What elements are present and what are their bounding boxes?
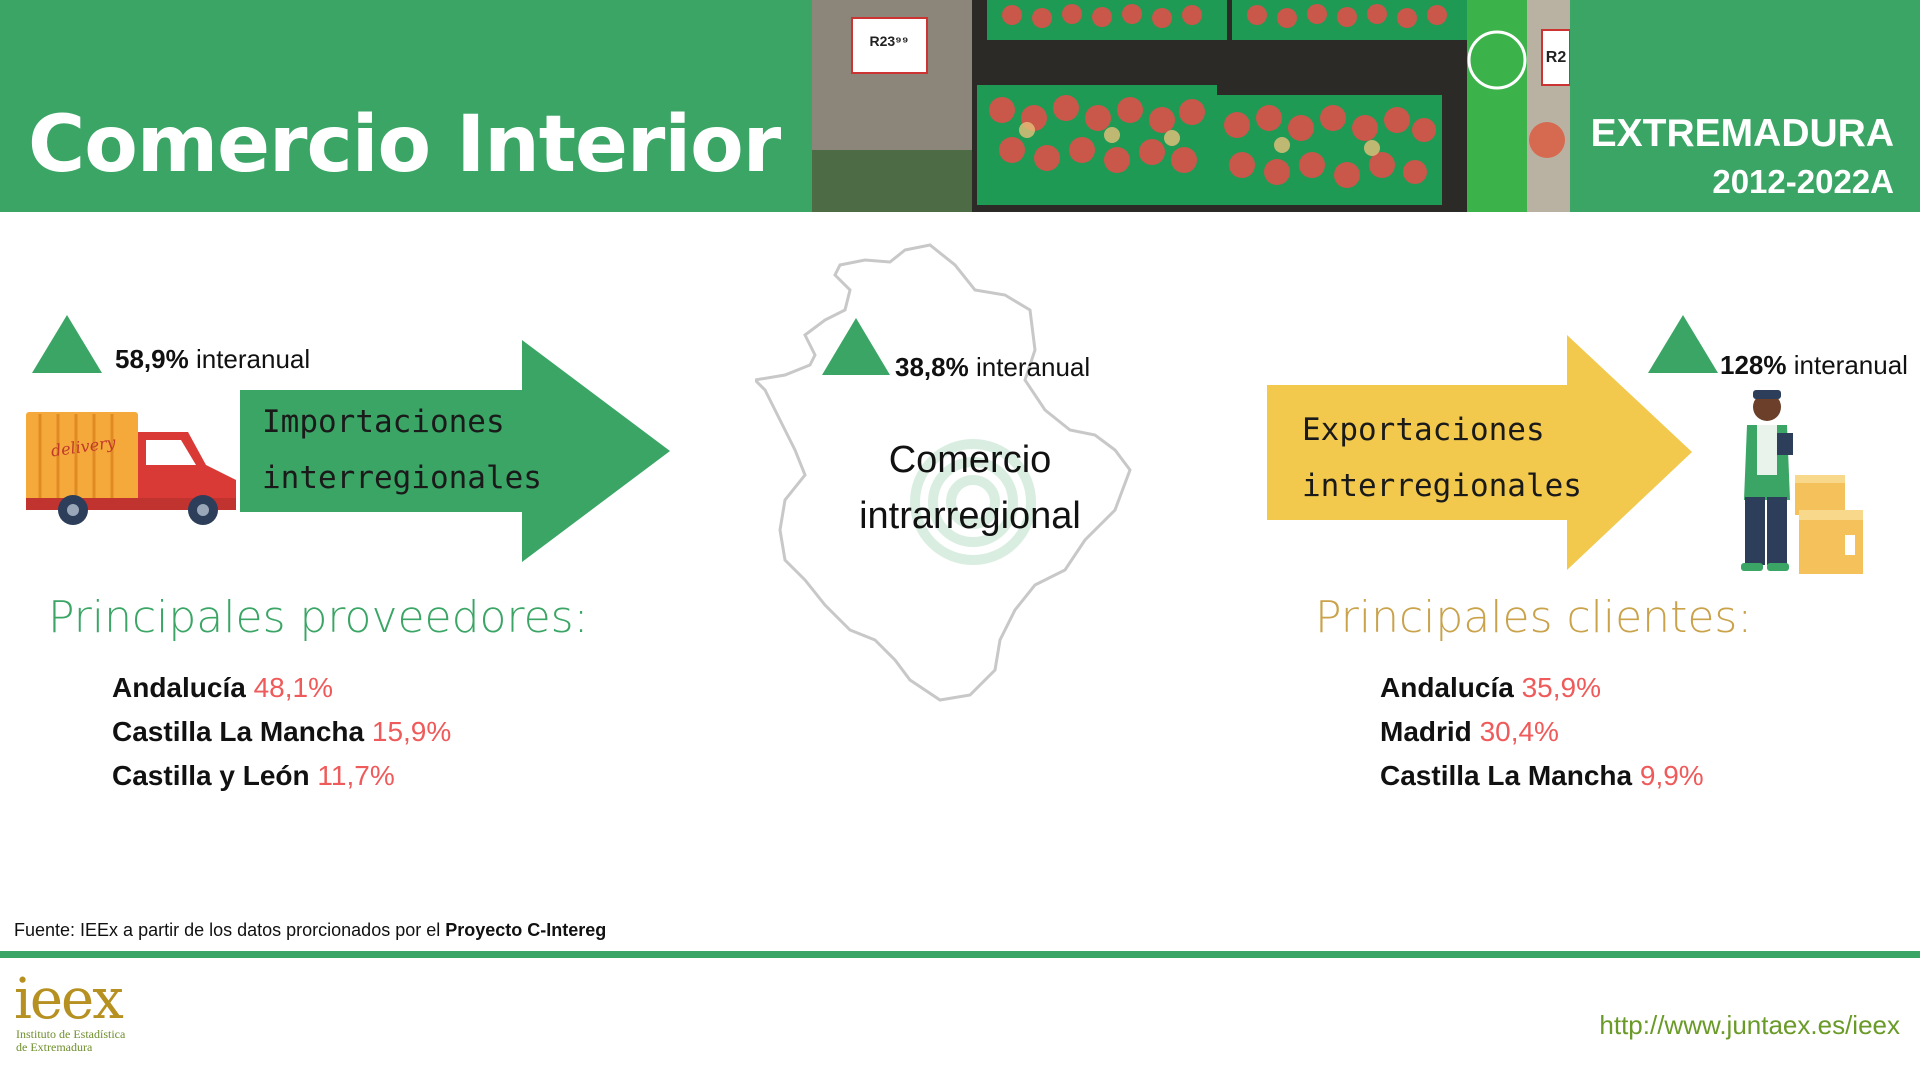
- list-item: Castilla La Mancha 9,9%: [1380, 760, 1704, 791]
- exports-arrow: [1267, 335, 1692, 570]
- providers-title: Principales proveedores:: [48, 592, 589, 643]
- imports-change: 58,9% interanual: [115, 344, 311, 374]
- period-label: 2012-2022A: [1712, 163, 1894, 200]
- trend-up-icon: [32, 315, 102, 373]
- clients-list: Andalucía 35,9% Madrid 30,4% Castilla La…: [1380, 672, 1704, 804]
- price-tag-1: R23⁹⁹: [870, 33, 909, 49]
- exports-change: 128% interanual: [1720, 350, 1908, 380]
- worker-with-boxes-icon: [1741, 390, 1863, 574]
- trend-up-icon: [1648, 315, 1718, 373]
- providers-list: Andalucía 48,1% Castilla La Mancha 15,9%…: [112, 672, 451, 804]
- ieex-logo-subtitle: Instituto de Estadística de Extremadura: [16, 1027, 126, 1054]
- price-tag-2: R2: [1546, 49, 1567, 66]
- ieex-logo: ieex: [14, 967, 124, 1032]
- exports-label: Exportaciones interregionales: [1302, 412, 1582, 504]
- delivery-truck-icon: delivery: [26, 412, 236, 525]
- list-item: Madrid 30,4%: [1380, 716, 1559, 747]
- clients-title: Principales clientes:: [1315, 592, 1753, 643]
- list-item: Castilla La Mancha 15,9%: [112, 716, 452, 747]
- intra-change: 38,8% interanual: [895, 352, 1091, 382]
- supermarket-photo: R23⁹⁹ R2: [812, 0, 1570, 212]
- imports-label: Importaciones interregionales: [262, 404, 542, 496]
- list-item: Castilla y León 11,7%: [112, 760, 395, 791]
- region-label: EXTREMADURA: [1590, 112, 1894, 155]
- footer-divider: [0, 951, 1920, 958]
- list-item: Andalucía 48,1%: [112, 672, 333, 703]
- trend-up-icon: [822, 318, 890, 375]
- source-note: Fuente: IEEx a partir de los datos prorc…: [14, 920, 607, 940]
- page-title: Comercio Interior: [28, 100, 781, 190]
- intra-label: Comercio intrarregional: [859, 439, 1081, 537]
- website-link[interactable]: http://www.juntaex.es/ieex: [1599, 1010, 1900, 1040]
- list-item: Andalucía 35,9%: [1380, 672, 1601, 703]
- imports-arrow: [240, 340, 670, 562]
